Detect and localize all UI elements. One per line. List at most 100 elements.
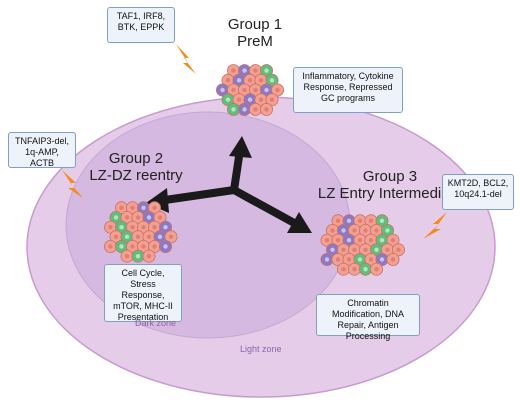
cell-nucleus (374, 228, 379, 233)
cell-nucleus (357, 218, 363, 223)
cell-nucleus (374, 247, 379, 252)
cell-nucleus (124, 254, 130, 259)
group1-title-line1: Group 1 (227, 16, 283, 33)
cell-nucleus (374, 267, 379, 272)
cell-nucleus (335, 218, 341, 223)
cell-nucleus (163, 244, 168, 249)
arrow-to-group3 (232, 186, 298, 228)
cell-nucleus (242, 87, 247, 93)
cell-nucleus (379, 218, 385, 223)
cell-cluster-group2 (104, 201, 178, 263)
dark-zone-label: Dark zone (135, 318, 177, 328)
cell-nucleus (152, 244, 157, 249)
group3-title-line2: LZ Entry Intermediate (317, 185, 463, 202)
cell-nucleus (258, 97, 264, 102)
cell-nucleus (357, 257, 363, 262)
cell-nucleus (346, 238, 352, 243)
cell-nucleus (113, 234, 119, 239)
cell-nucleus (225, 78, 231, 83)
cell-nucleus (264, 107, 269, 112)
cell-nucleus (236, 78, 242, 83)
cell-nucleus (269, 78, 275, 83)
group2-title-line2: LZ-DZ reentry (89, 167, 183, 184)
cell-nucleus (236, 97, 242, 102)
cell-nucleus (225, 97, 231, 102)
group1-programs-box: Inflammatory, Cytokine Response, Repress… (293, 67, 403, 113)
arrow-heads (146, 136, 312, 233)
cell-nucleus (157, 215, 163, 220)
cell-nucleus (379, 257, 385, 262)
cell-nucleus (146, 215, 152, 220)
cell-nucleus (379, 238, 385, 243)
cell-nucleus (247, 78, 253, 83)
cell-nucleus (146, 234, 152, 239)
cell-nucleus (324, 257, 330, 262)
lightning-group3 (423, 212, 447, 239)
cell-nucleus (363, 267, 368, 272)
group2-title: Group 2 LZ-DZ reentry (76, 150, 196, 184)
cell-nucleus (119, 225, 124, 230)
cell-nucleus (242, 68, 247, 73)
cell-nucleus (341, 247, 346, 252)
cell-nucleus (264, 68, 269, 73)
cell-nucleus (253, 87, 258, 93)
cell-nucleus (341, 267, 346, 272)
cell-cluster-group1 (215, 64, 284, 116)
group3-programs-box: Chromatin Modification, DNA Repair, Anti… (316, 294, 420, 341)
cell-nucleus (141, 244, 146, 249)
cell-nucleus (135, 234, 141, 239)
cell-nucleus (119, 205, 124, 210)
cell-nucleus (385, 228, 390, 233)
cell-nucleus (264, 87, 269, 93)
cell-nucleus (363, 247, 368, 252)
cell-nucleus (231, 87, 236, 93)
cell-nucleus (253, 107, 258, 112)
group3-title-line1: Group 3 (362, 168, 418, 185)
cell-cluster-group3 (320, 214, 405, 276)
cell-nucleus (141, 205, 146, 210)
cell-nucleus (220, 87, 225, 93)
cell-nucleus (231, 68, 236, 73)
cell-nucleus (163, 225, 168, 230)
cell-nucleus (335, 257, 341, 262)
cell-nucleus (385, 247, 390, 252)
cell-nucleus (275, 87, 280, 93)
cell-nucleus (141, 225, 146, 230)
cell-nucleus (152, 205, 157, 210)
arrowhead-group2 (146, 188, 169, 213)
cell-nucleus (368, 238, 374, 243)
group2-title-line1: Group 2 (108, 150, 164, 167)
cell-nucleus (352, 267, 357, 272)
cell-nucleus (130, 244, 135, 249)
cell-nucleus (390, 257, 396, 262)
arrowhead-group3 (287, 212, 312, 233)
cell-nucleus (253, 68, 258, 73)
cell-nucleus (168, 234, 174, 239)
cell-nucleus (242, 107, 247, 112)
group1-title-line2: PreM (237, 33, 273, 50)
cell-nucleus (152, 225, 157, 230)
cell-nucleus (330, 228, 335, 233)
cell-nucleus (352, 228, 357, 233)
cell-nucleus (135, 215, 141, 220)
cell-nucleus (396, 247, 401, 252)
cell-nucleus (124, 234, 130, 239)
cell-nucleus (390, 238, 396, 243)
cell-nucleus (108, 225, 113, 230)
group3-mutations-box: KMT2D, BCL2, 10q24.1-del (442, 174, 514, 210)
cell-nucleus (335, 238, 341, 243)
cell-nucleus (130, 205, 135, 210)
cell-nucleus (130, 225, 135, 230)
arrowhead-group1 (229, 136, 252, 158)
cell-nucleus (247, 97, 253, 102)
cell-nucleus (324, 238, 330, 243)
group1-title: Group 1 PreM (200, 16, 310, 50)
group2-programs-box: Cell Cycle, Stress Response, mTOR, MHC-I… (104, 264, 182, 322)
group3-title: Group 3 LZ Entry Intermediate (300, 168, 480, 202)
cell-nucleus (113, 215, 119, 220)
cell-nucleus (341, 228, 346, 233)
lightning-group1 (176, 44, 196, 74)
cell-nucleus (108, 244, 113, 249)
cell-nucleus (352, 247, 357, 252)
